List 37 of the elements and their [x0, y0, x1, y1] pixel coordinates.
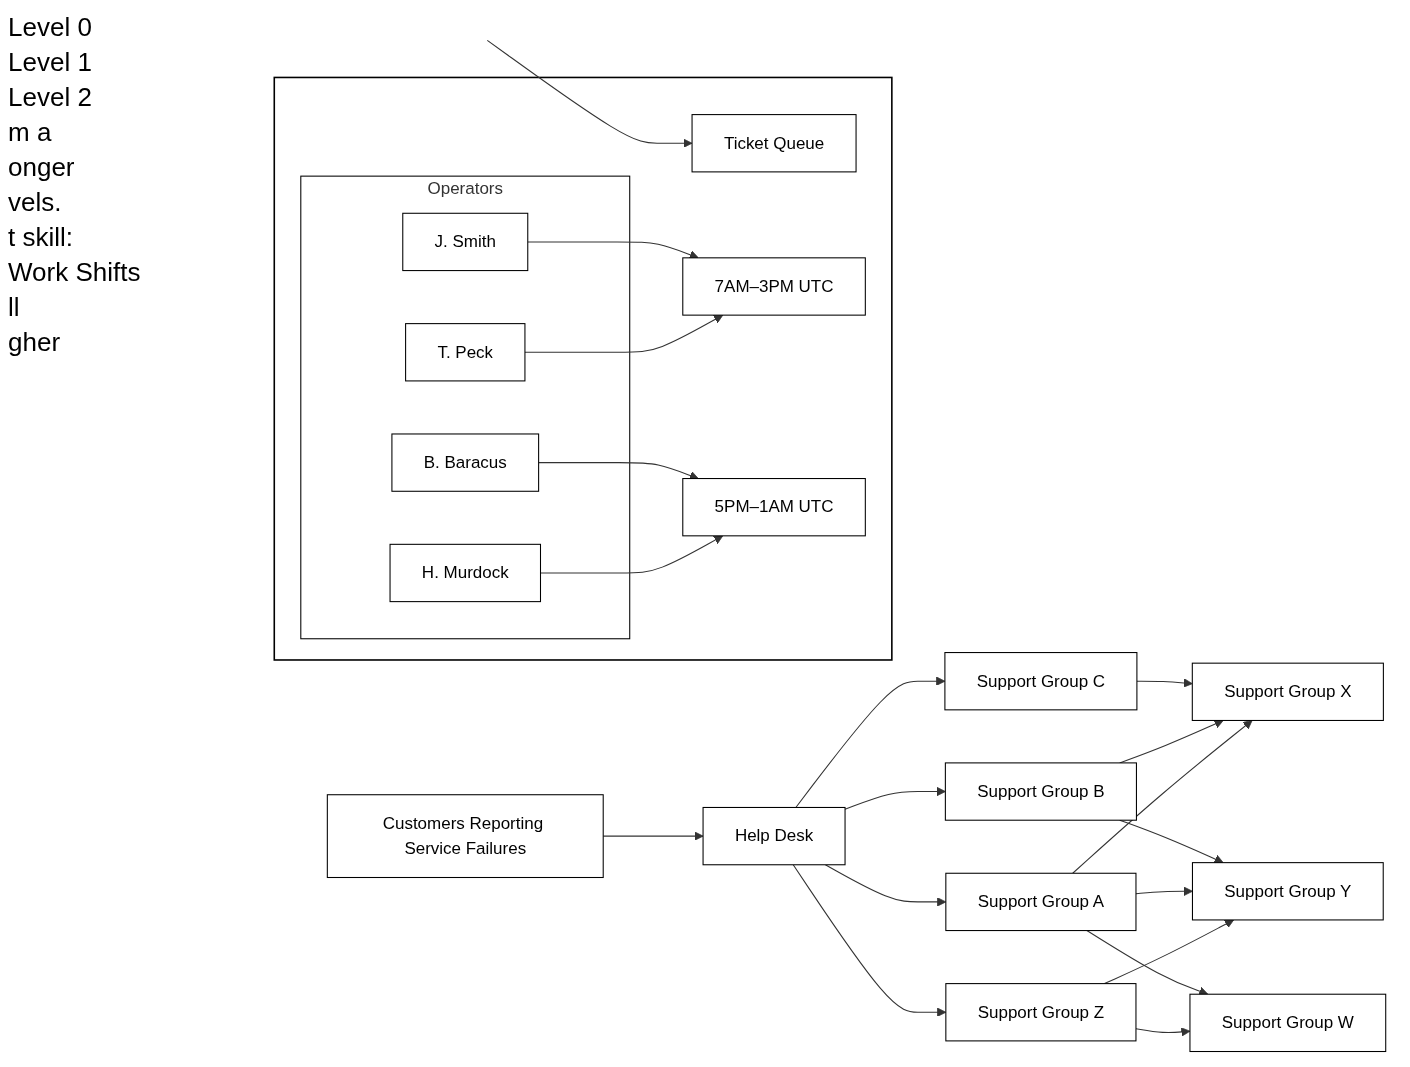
arrow: [795, 676, 946, 808]
node-box: Help Desk: [702, 806, 846, 866]
label-text: Work Shifts: [8, 257, 142, 288]
node-box: 5PM–1AM UTC: [682, 478, 866, 537]
label-text: ll: [8, 292, 21, 323]
cluster: [273, 76, 893, 661]
node-box: Support Group A: [945, 872, 1137, 932]
label-text: Level 0: [8, 12, 93, 43]
arrow: [538, 462, 699, 480]
node-box: Support Group X: [1191, 662, 1384, 721]
arrow: [1135, 886, 1193, 896]
arrow: [1072, 720, 1253, 874]
arrow: [1086, 930, 1209, 996]
node-box: 7AM–3PM UTC: [682, 257, 866, 316]
node-box: Customers Reporting Service Failures: [326, 794, 604, 879]
arrow: [1136, 678, 1193, 688]
node-box: Support Group C: [944, 652, 1138, 711]
arrow: [524, 314, 724, 353]
node-box: B. Baracus: [391, 433, 540, 492]
label-text: vels.: [8, 187, 63, 218]
node-box: Support Group B: [944, 762, 1137, 821]
node-box: H. Murdock: [389, 543, 542, 603]
arrow: [844, 786, 946, 810]
node-box: Support Group W: [1189, 993, 1387, 1053]
label-text: Level 2: [8, 82, 93, 113]
node-box: Ticket Queue: [691, 114, 857, 173]
label-text: t skill:: [8, 222, 74, 253]
arrow: [486, 39, 693, 148]
node-box: Support Group Z: [945, 983, 1137, 1042]
node-box: T. Peck: [405, 323, 526, 382]
label-text: gher: [8, 327, 62, 358]
node-box: J. Smith: [402, 212, 529, 272]
label-text: onger: [8, 152, 76, 183]
node-box: Support Group Y: [1191, 862, 1384, 921]
label-text: m a: [8, 117, 53, 148]
label-text: Level 1: [8, 47, 93, 78]
arrow: [1104, 919, 1235, 985]
